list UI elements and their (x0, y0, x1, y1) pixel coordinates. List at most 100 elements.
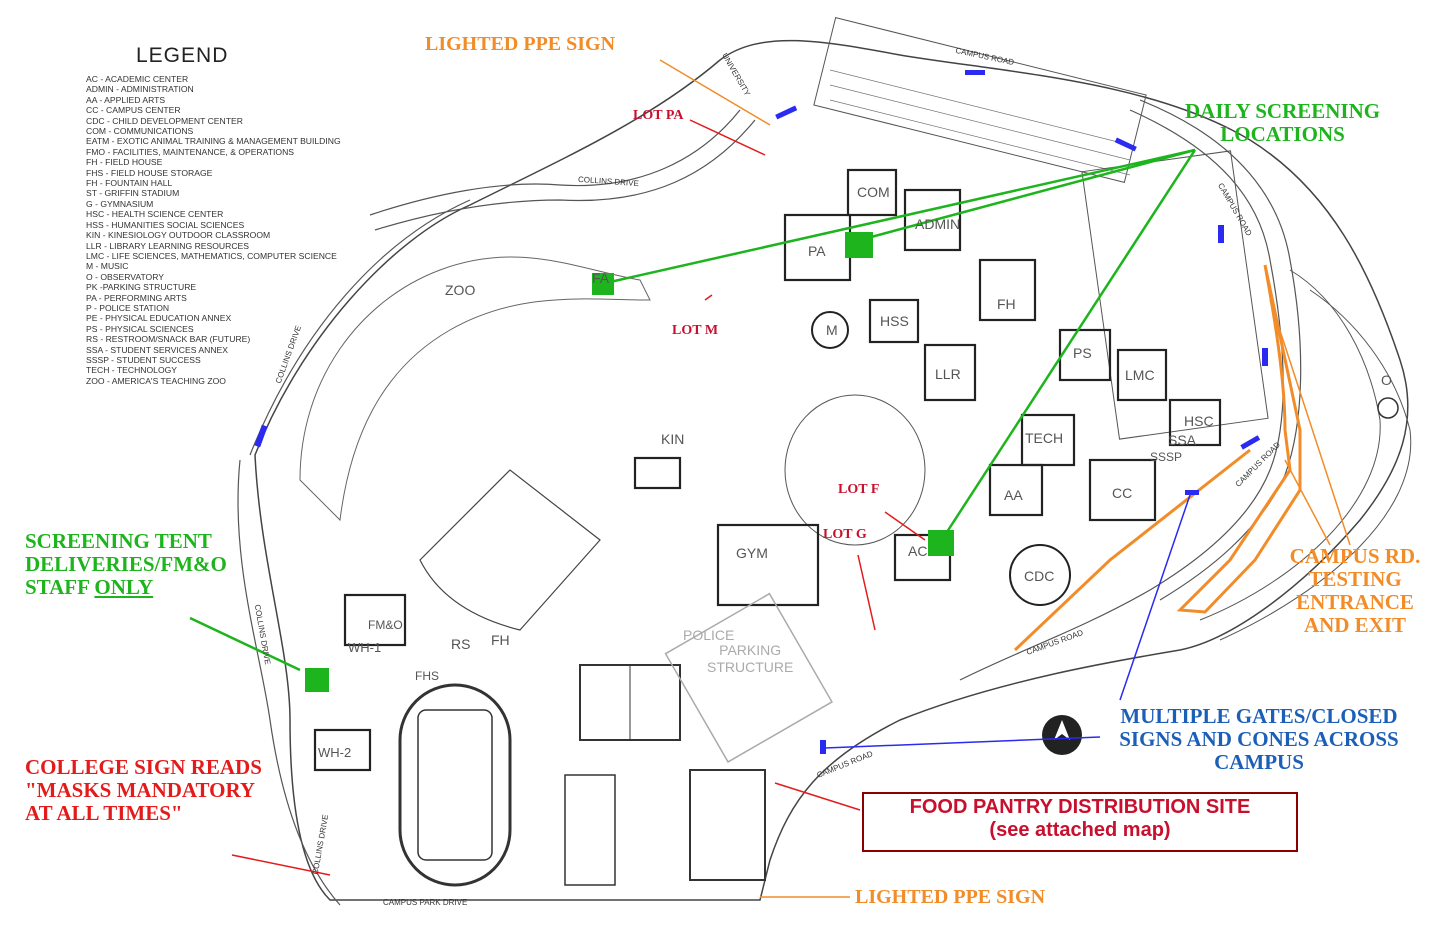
legend-item: HSC - HEALTH SCIENCE CENTER (86, 209, 224, 220)
legend-item: FH - FIELD HOUSE (86, 157, 163, 168)
label-tech: TECH (1025, 430, 1064, 446)
building-fh (978, 258, 1037, 322)
college-sign-line1: COLLEGE SIGN READS (25, 755, 262, 779)
label-lmc: LMC (1125, 367, 1155, 383)
daily-screening-line1: DAILY SCREENING (1185, 99, 1381, 123)
gate-marker (1114, 137, 1137, 152)
screening-location-pa (845, 232, 873, 258)
legend-item: PS - PHYSICAL SCIENCES (86, 323, 194, 334)
label-rs: RS (451, 636, 471, 652)
east-parking (1081, 150, 1269, 440)
building-gym (716, 523, 820, 607)
road-campus-park-drive: CAMPUS PARK DRIVE (383, 898, 468, 907)
tennis-courts (689, 769, 766, 881)
label-ac: AC (908, 543, 928, 559)
legend-item: PE - PHYSICAL EDUCATION ANNEX (86, 313, 232, 324)
building-fmo (343, 593, 407, 647)
stadium-track (398, 683, 512, 887)
legend-item: AA - APPLIED ARTS (86, 94, 166, 105)
central-oval (784, 394, 926, 546)
gate-marker (1218, 225, 1224, 243)
label-llr: LLR (935, 366, 961, 382)
building-llr (923, 343, 977, 402)
building-aa (988, 463, 1044, 517)
label-cdc: CDC (1024, 568, 1055, 584)
campus-road-east (959, 109, 1284, 681)
legend-item: ZOO - AMERICA'S TEACHING ZOO (86, 375, 226, 386)
gate-marker (820, 740, 826, 754)
campus-rd-line1: CAMPUS RD. (1289, 544, 1421, 568)
legend-item: FMO - FACILITIES, MAINTENANCE, & OPERATI… (86, 146, 295, 157)
legend-item: TECH - TECHNOLOGY (86, 365, 178, 376)
building-cdc (1009, 544, 1071, 606)
legend-item: M - MUSIC (86, 261, 129, 272)
label-police: POLICE (683, 627, 735, 643)
legend-item: AC - ACADEMIC CENTER (86, 74, 189, 84)
east-parking-arc (1199, 269, 1381, 621)
label-fh: FH (997, 296, 1016, 312)
building-wh2 (313, 728, 372, 772)
college-sign-label: COLLEGE SIGN READS "MASKS MANDATORY AT A… (25, 755, 262, 825)
food-pantry-title: FOOD PANTRY DISTRIBUTION SITE (909, 796, 1251, 818)
gate-marker (1240, 435, 1261, 450)
observatory (1377, 397, 1399, 419)
legend-item: SSA - STUDENT SERVICES ANNEX (86, 344, 228, 355)
legend-item: KIN - KINESIOLOGY OUTDOOR CLASSROOM (86, 230, 271, 241)
gate-marker (254, 424, 268, 448)
label-parking-line1: PARKING (719, 642, 782, 658)
building-tech (1020, 413, 1076, 467)
label-admin: ADMIN (915, 216, 961, 232)
college-sign-line2: "MASKS MANDATORY (25, 778, 256, 803)
label-pa: PA (808, 243, 826, 259)
legend-item: ADMIN - ADMINISTRATION (86, 84, 194, 95)
campus-rd-line3: ENTRANCE (1296, 590, 1414, 615)
label-sssp: SSSP (1150, 450, 1183, 464)
food-pantry-subtitle: (see attached map) (989, 819, 1171, 841)
label-ssa: SSA (1168, 432, 1197, 448)
legend-title: LEGEND (136, 44, 229, 67)
daily-screening-line2: LOCATIONS (1220, 122, 1345, 147)
zoo-area (299, 256, 651, 522)
legend-item: COM - COMMUNICATIONS (86, 126, 194, 137)
label-fa: FA (592, 270, 610, 286)
legend-item: CDC - CHILD DEVELOPMENT CENTER (86, 115, 243, 126)
screening-tent-staff: STAFF (25, 575, 95, 600)
lighted-ppe-sign-bottom: LIGHTED PPE SIGN (855, 886, 1046, 908)
building-lmc (1116, 348, 1168, 402)
legend-item: G - GYMNASIUM (86, 198, 154, 209)
screening-tent-label: SCREENING TENT DELIVERIES/FM&O STAFF ONL… (25, 529, 227, 599)
label-hss: HSS (880, 313, 909, 329)
legend-list: AC - ACADEMIC CENTER ADMIN - ADMINISTRAT… (86, 74, 386, 386)
building-hsc (1168, 398, 1222, 447)
building-kin (633, 456, 682, 490)
building-com (846, 168, 898, 217)
building-ps (1058, 328, 1112, 382)
gate-marker (1262, 348, 1268, 366)
label-parking-structure: PARKING STRUCTURE (707, 642, 793, 676)
lot-f-label: LOT F (838, 482, 880, 497)
legend-item: SSSP - STUDENT SUCCESS (86, 354, 201, 365)
building-m (811, 311, 849, 349)
building-hss (868, 298, 920, 344)
label-wh1: WH-1 (348, 640, 382, 655)
screening-tent-line3: STAFF ONLY (25, 576, 227, 599)
parking-structure (664, 592, 833, 763)
gates-label: MULTIPLE GATES/CLOSED SIGNS AND CONES AC… (1100, 704, 1418, 774)
legend-item: O - OBSERVATORY (86, 271, 165, 282)
label-gym: GYM (736, 545, 768, 561)
campus-rd-testing-label: CAMPUS RD. TESTING ENTRANCE AND EXIT (1280, 544, 1430, 637)
north-parking (813, 17, 1147, 183)
label-com: COM (857, 184, 890, 200)
lot-pa-label: LOT PA (633, 108, 684, 123)
screening-location-fa (592, 273, 614, 295)
screening-tent-line2: DELIVERIES/FM&O (25, 552, 227, 577)
north-arrow-icon (1042, 715, 1082, 755)
collins-drive-road (237, 459, 341, 906)
label-kin: KIN (661, 431, 685, 447)
label-zoo: ZOO (445, 282, 476, 298)
daily-screening-label: DAILY SCREENING LOCATIONS (1185, 99, 1381, 147)
baseball-field (419, 469, 601, 631)
legend-item: P - POLICE STATION (86, 302, 170, 313)
gate-marker (965, 70, 985, 75)
label-cc: CC (1112, 485, 1133, 501)
